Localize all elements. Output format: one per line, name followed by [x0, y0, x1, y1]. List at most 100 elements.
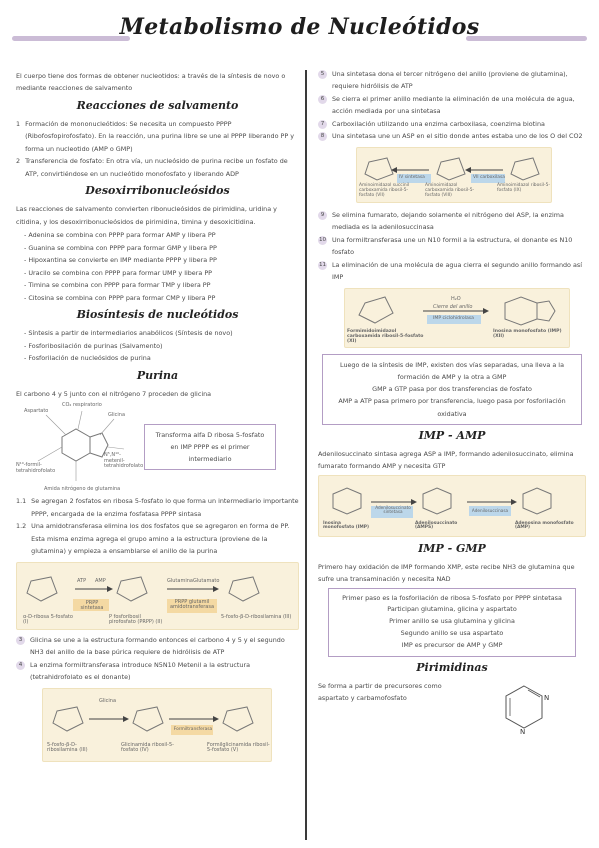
step-number: 3 — [16, 635, 25, 645]
list-item: 1.1 Se agregan 2 fosfatos en ribosa 5-fos… — [16, 495, 299, 520]
fig-label: Glutamina — [167, 577, 193, 584]
atom-label: N — [520, 727, 526, 736]
box-line: AMP a ATP pasa primero por transferencia… — [338, 397, 566, 418]
reaction-arrows-icon — [52, 705, 254, 735]
prpp-reaction-figure: ATP AMP Glutamina Glutamato PRPP sinteta… — [16, 561, 299, 630]
title-underline-right — [466, 36, 587, 41]
section-header-pirimidinas: Pirimidinas — [318, 660, 586, 676]
list-item-text: La eliminación de una molécula de agua c… — [332, 260, 583, 282]
step-number: 5 — [318, 70, 327, 79]
box-line: Primer anillo se usa glutamina y glicina — [389, 617, 515, 626]
section-header-biosintesis: Biosíntesis de nucleótidos — [16, 307, 299, 323]
fig-label: Inosina monofosfato (IMP) — [323, 520, 370, 531]
step-number: 8 — [318, 132, 327, 142]
desoxi-list: - Adenina se combina con PPPP para forma… — [16, 229, 299, 304]
list-item: 10 Una formiltransferasa une un N10 formi… — [318, 234, 586, 259]
carboxylase-figure: IV sintetasa VII carboxilasa Aminoimidaz… — [356, 146, 552, 203]
left-column: El cuerpo tiene dos formas de obtener nu… — [16, 70, 299, 762]
imp-amp-text: Adenilosuccinato sintasa agrega ASP a IM… — [318, 449, 574, 471]
formyltransferase-figure: Glicina Formiltransferasa 5-fosfo-β-D-ri… — [42, 687, 272, 762]
list-item: 5 Una sintetasa dona el tercer nitrógeno … — [318, 68, 586, 93]
fig-label: ATP — [77, 577, 87, 584]
imp-cyclization-figure: H₂O Cierre del anillo IMP ciclohidrolasa… — [344, 287, 570, 348]
step-number: 1 — [16, 119, 21, 128]
atom-label: N — [544, 693, 550, 702]
list-item-text: Se elimina fumarato, dejando solamente e… — [332, 210, 564, 232]
step-number: 10 — [318, 235, 327, 245]
box-line: Luego de la síntesis de IMP, existen dos… — [340, 360, 564, 381]
list-item-text: Se agregan 2 fosfatos en ribosa 5-fosfat… — [31, 497, 299, 518]
fig-label: IV sintetasa — [399, 174, 425, 180]
desoxi-intro: Las reacciones de salvamento convierten … — [16, 205, 277, 226]
fig-label: Amida nitrógeno de glutamina — [44, 486, 121, 493]
box-line: IMP es precursor de AMP y GMP — [401, 640, 503, 649]
box-line: Segundo anillo se usa aspartato — [400, 629, 504, 638]
fig-label: Adenilosuccinato (AMPS) — [415, 520, 458, 531]
fig-label: Glutamato — [193, 577, 220, 584]
purina-figure-row: Aspartato CO₂ respiratorio Glicina N¹⁰-f… — [16, 401, 299, 493]
imp-gmp-text: Primero hay oxidación de IMP formando XM… — [318, 562, 575, 584]
fig-label: Adenilosuccinato sintetasa — [375, 504, 411, 515]
step-number: 6 — [318, 94, 327, 104]
list-item-text: La enzima formiltransferasa introduce N5… — [30, 660, 251, 682]
fig-label: Glicinamida ribosil-5-fosfato (IV) — [121, 741, 174, 754]
fig-label: PRPP sintetasa — [80, 599, 104, 612]
purina-note-box: Transforma alfa D ribosa 5-fosfato en IM… — [144, 423, 276, 471]
fig-label: Formimidoimidazol carboxamida ribosil-5-… — [347, 328, 424, 344]
list-item: 8 Una sintetasa une un ASP en el sitio do… — [318, 130, 586, 142]
fig-label: α-D-ribosa 5-fosfato (I) — [23, 613, 73, 626]
intro-text: El cuerpo tiene dos formas de obtener nu… — [16, 72, 286, 93]
page-title: Metabolismo de Nucleótidos — [119, 14, 480, 40]
purine-ring-icon — [37, 411, 125, 482]
section-header-imp-gmp: IMP - GMP — [318, 541, 586, 557]
fig-label: Adenosina monofosfato (AMP) — [515, 520, 574, 531]
fig-label: PRPP glutamil amidotransferasa — [169, 598, 215, 611]
fig-label: Aminoimidazol ribosil-5-fosfato (IX) — [497, 182, 550, 193]
list-item: - Fosforilación de nucleósidos de purina — [24, 354, 151, 363]
fig-label: 5-fosfo-β-D-ribosilamina (III) — [47, 741, 88, 754]
fig-label: Adenilosuccinasa — [471, 507, 509, 513]
reaction-arrows-icon — [358, 296, 556, 326]
fig-label: P fosforibosil pirofosfato (PRPP) (II) — [109, 613, 163, 626]
section-header-imp-amp: IMP - AMP — [318, 428, 586, 444]
list-item: - Síntesis a partir de intermediarios an… — [24, 329, 233, 338]
section-header-purina: Purina — [16, 368, 299, 384]
fig-label: Formiltransferasa — [173, 726, 213, 732]
fig-label: Inosina monofosfato (IMP) (XII) — [493, 328, 562, 339]
pirimidinas-text: Se forma a partir de precursores como as… — [318, 681, 442, 703]
list-item: 1 Formación de mononucleótidos: Se necesi… — [16, 118, 299, 155]
title-underline-left — [12, 36, 130, 41]
step-number: 4 — [16, 660, 25, 670]
list-item-text: Transferencia de fosfato: En otra vía, u… — [25, 157, 288, 178]
list-item-text: Glicina se une a la estructura formando … — [30, 635, 285, 657]
fig-label: Aspartato — [24, 408, 49, 415]
list-item-text: Formación de mononucleótidos: Se necesit… — [25, 119, 295, 153]
list-item-text: Una sintetasa une un ASP en el sitio don… — [332, 132, 583, 141]
list-item-text: Una sintetasa dona el tercer nitrógeno d… — [332, 70, 568, 91]
purina-intro: El carbono 4 y 5 junto con el nitrógeno … — [16, 389, 212, 398]
list-item: - Citosina se combina con PPPP para form… — [24, 293, 216, 302]
step-number: 11 — [318, 260, 327, 270]
reaction-arrows-icon — [26, 576, 260, 613]
list-item-text: Se cierra el primer anillo mediante la e… — [332, 94, 575, 116]
biosint-list: - Síntesis a partir de intermediarios an… — [16, 327, 299, 364]
step-number: 1.1 — [16, 497, 27, 506]
fig-label: N¹⁰-formil-tetrahidrofolato — [16, 462, 56, 474]
list-item: - Uracilo se combina con PPPP para forma… — [24, 268, 213, 277]
reaction-arrows-icon — [332, 487, 552, 518]
box-line: Participan glutamina, glicina y aspartat… — [387, 605, 517, 614]
section-header-salvamento: Reacciones de salvamento — [16, 98, 299, 114]
list-item: 6 Se cierra el primer anillo mediante la … — [318, 93, 586, 118]
gmp-summary-box: Primer paso es la fosforilación de ribos… — [328, 587, 576, 657]
list-item: - Timina se combina con PPPP para formar… — [24, 281, 211, 290]
list-item: - Hipoxantina se convierte en IMP median… — [24, 256, 217, 265]
list-item: 4 La enzima formiltransferasa introduce N… — [16, 659, 299, 684]
fig-label: Aminoimidazol succinil carboxamida ribos… — [359, 182, 410, 198]
reaction-arrows-icon — [364, 157, 540, 183]
list-item: - Guanina se combina con PPPP para forma… — [24, 243, 217, 252]
list-item: - Adenina se combina con PPPP para forma… — [24, 231, 216, 240]
list-item-text: Una formiltransferasa une un N10 formil … — [332, 235, 573, 257]
purine-origin-diagram: Aspartato CO₂ respiratorio Glicina N¹⁰-f… — [16, 401, 143, 493]
